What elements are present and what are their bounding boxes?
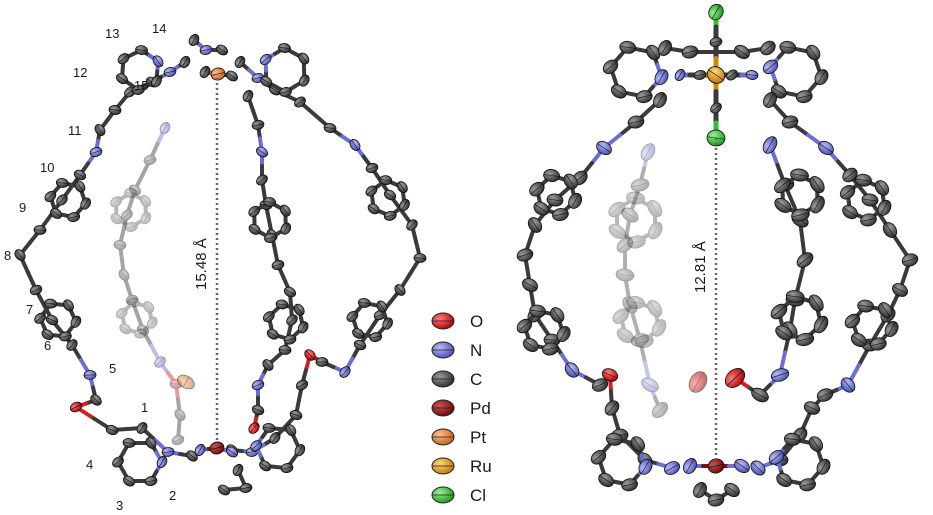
molecule-fragment: [516, 92, 681, 475]
atom-number-3: 3: [116, 498, 123, 513]
atom-number-14: 14: [152, 21, 166, 36]
molecule-fragment: [115, 297, 158, 339]
left-distance-label: 15.48 Å: [193, 238, 210, 290]
legend-item-ru: Ru: [431, 457, 492, 476]
molecule-fragment: [529, 169, 583, 222]
atom-number-8: 8: [4, 248, 11, 263]
atom-number-2: 2: [169, 488, 176, 503]
legend-label-pt: Pt: [470, 428, 486, 447]
molecule-fragment: [762, 40, 829, 104]
molecule-fragment: [770, 290, 829, 347]
molecule-fragment: [608, 191, 663, 249]
legend-label-pd: Pd: [470, 399, 491, 418]
molecule-fragment: [750, 92, 919, 476]
molecule-fragment: [602, 40, 669, 104]
molecule-fragment: [248, 197, 292, 243]
right-cage-structure: [516, 3, 919, 507]
molecule-fragment: [259, 43, 310, 97]
molecule-fragment: [839, 173, 892, 227]
atom-number-10: 10: [40, 160, 54, 175]
legend-item-c: C: [431, 370, 482, 389]
molecule-fragment: [683, 458, 750, 474]
right-distance-label: 12.81 Å: [692, 241, 709, 293]
element-legend: O N C Pd Pt Ru Cl: [431, 312, 492, 505]
molecule-fragment: [693, 482, 740, 507]
molecule-fragment: [688, 371, 708, 393]
molecule-fragment: [113, 121, 186, 446]
molecule-fragment: [177, 374, 195, 390]
molecule-fragment: [199, 65, 238, 82]
molecule-fragment: [194, 441, 238, 458]
legend-label-ru: Ru: [470, 457, 492, 476]
molecule-fragment: [346, 298, 393, 343]
molecule-fragment: [590, 432, 653, 492]
atom-number-15: 15: [134, 78, 148, 93]
molecule-fragment: [612, 296, 667, 349]
atom-number-11: 11: [68, 123, 82, 138]
molecule-fragment: [115, 45, 164, 95]
molecule-fragment: [242, 89, 298, 434]
atom-number-9: 9: [19, 200, 26, 215]
molecule-fragment: [674, 66, 759, 84]
legend-item-pt: Pt: [431, 428, 486, 447]
molecule-fragment: [365, 175, 410, 221]
atom-number-4: 4: [86, 457, 93, 472]
molecule-fragment: [768, 432, 831, 492]
molecule-fragment: [188, 33, 228, 56]
molecule-fragment: [774, 168, 825, 222]
molecule-fragment: [658, 40, 776, 60]
atom-number-13: 13: [105, 26, 119, 41]
legend-label-o: O: [470, 312, 483, 331]
atom-number-1: 1: [141, 400, 148, 415]
molecule-fragment: [262, 299, 309, 345]
molecule-fragment: [516, 304, 571, 356]
molecule-fragment: [615, 143, 669, 418]
molecule-fragment: [112, 436, 168, 487]
molecule-fragment: [44, 178, 91, 223]
molecule-fragment: [218, 463, 253, 496]
molecule-fragment: [250, 423, 306, 474]
legend-label-c: C: [470, 370, 482, 389]
legend-item-pd: Pd: [431, 399, 491, 418]
legend-item-o: O: [431, 312, 483, 331]
molecule-fragment: [14, 55, 198, 462]
atom-number-5: 5: [109, 361, 116, 376]
legend-label-cl: Cl: [470, 486, 486, 505]
molecule-fragment: [844, 299, 899, 351]
legend-label-n: N: [470, 341, 482, 360]
atom-number-12: 12: [73, 65, 87, 80]
legend-item-cl: Cl: [431, 486, 486, 505]
left-cage-structure: [14, 33, 427, 496]
atom-number-6: 6: [44, 338, 51, 353]
molecule-fragment: [34, 298, 82, 342]
molecule-fragment: [110, 188, 152, 232]
legend-item-n: N: [431, 341, 482, 360]
atom-number-7: 7: [26, 302, 33, 317]
